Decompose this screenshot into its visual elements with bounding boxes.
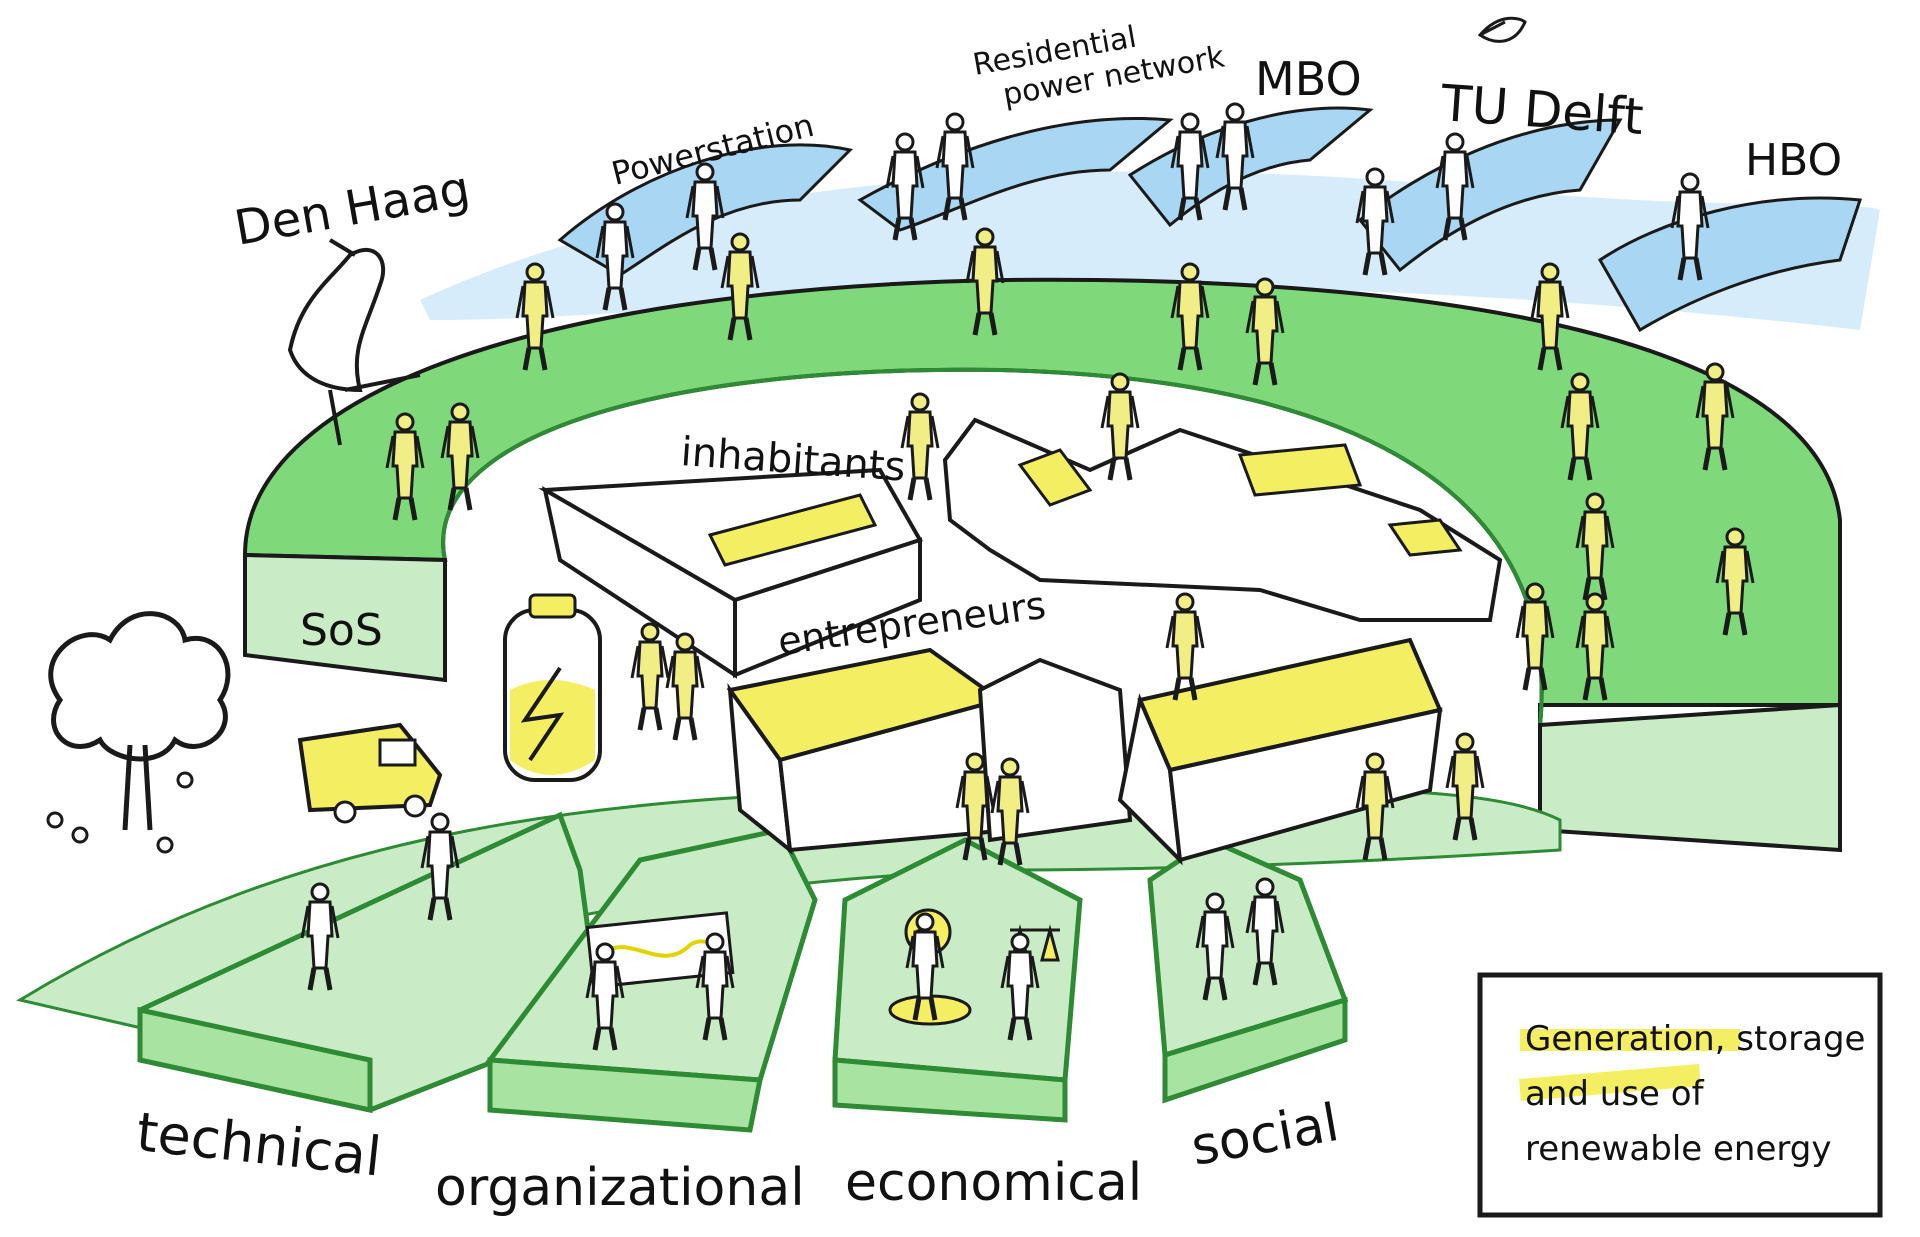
sos-label: SoS — [300, 605, 383, 656]
building-cluster-upper — [942, 417, 1503, 622]
pillar-technical — [137, 811, 603, 1114]
label-mbo: MBO — [1255, 52, 1362, 106]
label-tu-delft: TU Delft — [1438, 74, 1645, 146]
stork-icon — [287, 238, 421, 446]
sos-block — [243, 552, 447, 683]
label-social: social — [1187, 1093, 1343, 1178]
tree-icon — [46, 611, 231, 854]
legend-line3: renewable energy — [1525, 1129, 1831, 1169]
plan-map — [585, 911, 735, 989]
sos-ring-inner-edge — [441, 367, 1544, 726]
person — [1167, 594, 1203, 700]
legend-line2: and use of — [1525, 1074, 1705, 1114]
building-entrepreneurs — [726, 637, 1443, 866]
label-organizational: organizational — [435, 1158, 805, 1218]
label-economical: economical — [845, 1153, 1142, 1213]
ring-right-block — [1538, 702, 1842, 853]
pillar-social — [1147, 837, 1349, 1104]
legend-box: Generation, storage and use of renewable… — [1477, 972, 1883, 1218]
leaf-icon — [1477, 16, 1527, 43]
pillar-economical — [832, 837, 1083, 1123]
building-inhabitants — [538, 467, 923, 679]
person — [902, 394, 938, 500]
van-icon — [297, 722, 443, 824]
label-technical: technical — [134, 1100, 385, 1188]
battery-icon — [503, 593, 602, 782]
person — [632, 624, 668, 730]
label-den-haag: Den Haag — [230, 160, 474, 256]
legend-line1: Generation, storage — [1525, 1019, 1865, 1059]
bridge-hbo — [1598, 196, 1863, 333]
label-hbo: HBO — [1745, 135, 1842, 186]
